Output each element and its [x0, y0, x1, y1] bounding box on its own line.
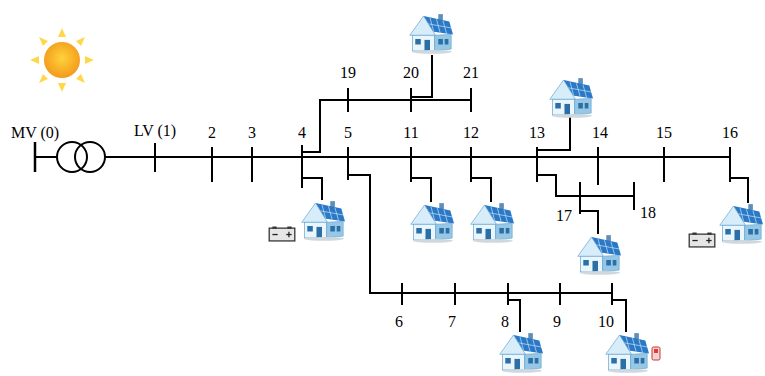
- busbar: [410, 88, 412, 112]
- bus-number: 15: [656, 125, 672, 141]
- charger-light: [654, 349, 658, 353]
- network-lines: [35, 55, 748, 332]
- bus-number: 20: [403, 65, 419, 81]
- line: [35, 156, 57, 158]
- side-feeder: [537, 175, 634, 196]
- service-line: [411, 178, 431, 202]
- service-line: [612, 300, 626, 332]
- house-icon: [500, 333, 543, 373]
- bus-number: 9: [553, 314, 561, 330]
- house-icon: [411, 203, 454, 243]
- bus-number: 19: [340, 65, 356, 81]
- house-icon: [606, 333, 649, 373]
- service-line: [508, 300, 520, 332]
- bus-number: 16: [722, 125, 738, 141]
- lower-feeder: [348, 175, 612, 293]
- transformer-winding: [75, 142, 105, 172]
- service-line: [730, 178, 748, 203]
- sun-ray: [58, 83, 66, 92]
- service-line: [471, 178, 491, 202]
- busbar: [597, 147, 599, 185]
- sun-icon: [30, 28, 94, 92]
- ev-charger-icon: [652, 347, 660, 360]
- bus-number: 3: [248, 125, 256, 141]
- busbar: [211, 147, 213, 182]
- busbar: [470, 88, 472, 112]
- busbar: [470, 147, 472, 182]
- bus-number: 7: [448, 314, 456, 330]
- battery-icon: [269, 227, 295, 241]
- bus-number: 8: [501, 314, 509, 330]
- main-feeder: [105, 156, 730, 158]
- sun-ray: [39, 37, 48, 46]
- busbar: [579, 182, 581, 214]
- busbar: [611, 283, 613, 305]
- bus-number: 11: [403, 125, 418, 141]
- upper-feeder: [302, 100, 471, 152]
- sun-ray: [76, 74, 85, 83]
- sun-disc: [44, 42, 80, 78]
- house-icon: [550, 78, 593, 118]
- bus-number: 21: [463, 65, 479, 81]
- bus-number: 17: [556, 208, 572, 224]
- busbar: [401, 283, 403, 305]
- busbar: [559, 283, 561, 305]
- bus-number: 5: [344, 125, 352, 141]
- bus-number: 10: [598, 314, 614, 330]
- battery-icon: [689, 233, 715, 247]
- service-line: [580, 211, 598, 234]
- sun-ray: [58, 28, 66, 37]
- service-line: [302, 178, 322, 200]
- house-icon: [410, 14, 453, 54]
- bus-number: 12: [463, 125, 479, 141]
- sun-rays: [30, 28, 94, 92]
- sun-ray: [30, 56, 39, 64]
- busbar: [536, 147, 538, 182]
- bus-number: 6: [395, 314, 403, 330]
- house-icon: [302, 201, 345, 241]
- bus-number: 14: [592, 125, 608, 141]
- bus-number: 18: [640, 205, 656, 221]
- sun-ray: [76, 37, 85, 46]
- busbar: [410, 147, 412, 182]
- bus-number: 4: [298, 125, 306, 141]
- house-icon: [578, 235, 621, 275]
- bus-number: MV (0): [11, 125, 59, 141]
- sun-ray: [39, 74, 48, 83]
- busbar: [154, 143, 156, 172]
- bus-number: 2: [208, 125, 216, 141]
- busbar: [251, 147, 253, 182]
- bus-number: LV (1): [134, 123, 176, 139]
- busbar: [663, 147, 665, 182]
- house-icon: [720, 204, 763, 244]
- busbar: [729, 147, 731, 182]
- busbar: [507, 283, 509, 305]
- transformer-winding: [57, 142, 87, 172]
- busbar: [633, 182, 635, 210]
- house-icon: [471, 203, 514, 243]
- bus-number: 13: [529, 125, 545, 141]
- busbar: [347, 88, 349, 112]
- charger-body: [652, 347, 660, 360]
- busbar: [454, 283, 456, 305]
- sun-ray: [85, 56, 94, 64]
